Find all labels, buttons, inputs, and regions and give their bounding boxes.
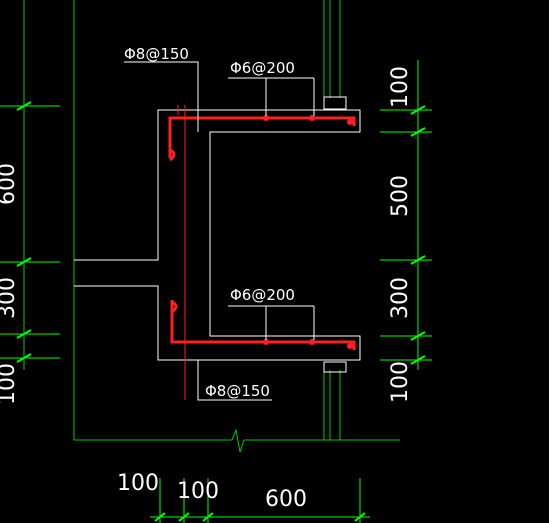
dim-right-300: 300 (388, 277, 413, 319)
rebar-top (168, 116, 356, 158)
rebar-hook-bottom (171, 300, 178, 314)
dim-bottom-600: 600 (265, 487, 307, 512)
dim-right-500: 500 (388, 175, 413, 217)
dim-right-100-bottom: 100 (388, 361, 413, 403)
dim-left-300: 300 (0, 277, 20, 319)
label-rebar-bottom-horizontal: Φ6@200 (230, 286, 295, 304)
right-dimension-chain (380, 60, 432, 370)
dim-bottom-100-left: 100 (117, 471, 159, 496)
section-outline (74, 96, 361, 373)
rebar-dots (263, 115, 353, 349)
top-window-block (323, 96, 347, 110)
dim-left-100: 100 (0, 363, 20, 405)
bottom-dimension-chain (150, 478, 370, 523)
dim-left-600: 600 (0, 163, 20, 205)
dim-bottom-100-right: 100 (177, 479, 219, 504)
grid-lines (23, 0, 400, 453)
rebar-hook-top (169, 148, 176, 162)
label-rebar-top-horizontal: Φ6@200 (230, 59, 295, 77)
bottom-window-block (323, 361, 347, 373)
dim-right-100-top: 100 (388, 66, 413, 108)
label-rebar-top-vertical: Φ8@150 (124, 45, 189, 63)
left-dimension-chain (0, 101, 60, 363)
leader-lines (124, 61, 315, 401)
label-rebar-bottom-vertical: Φ8@150 (205, 382, 270, 400)
